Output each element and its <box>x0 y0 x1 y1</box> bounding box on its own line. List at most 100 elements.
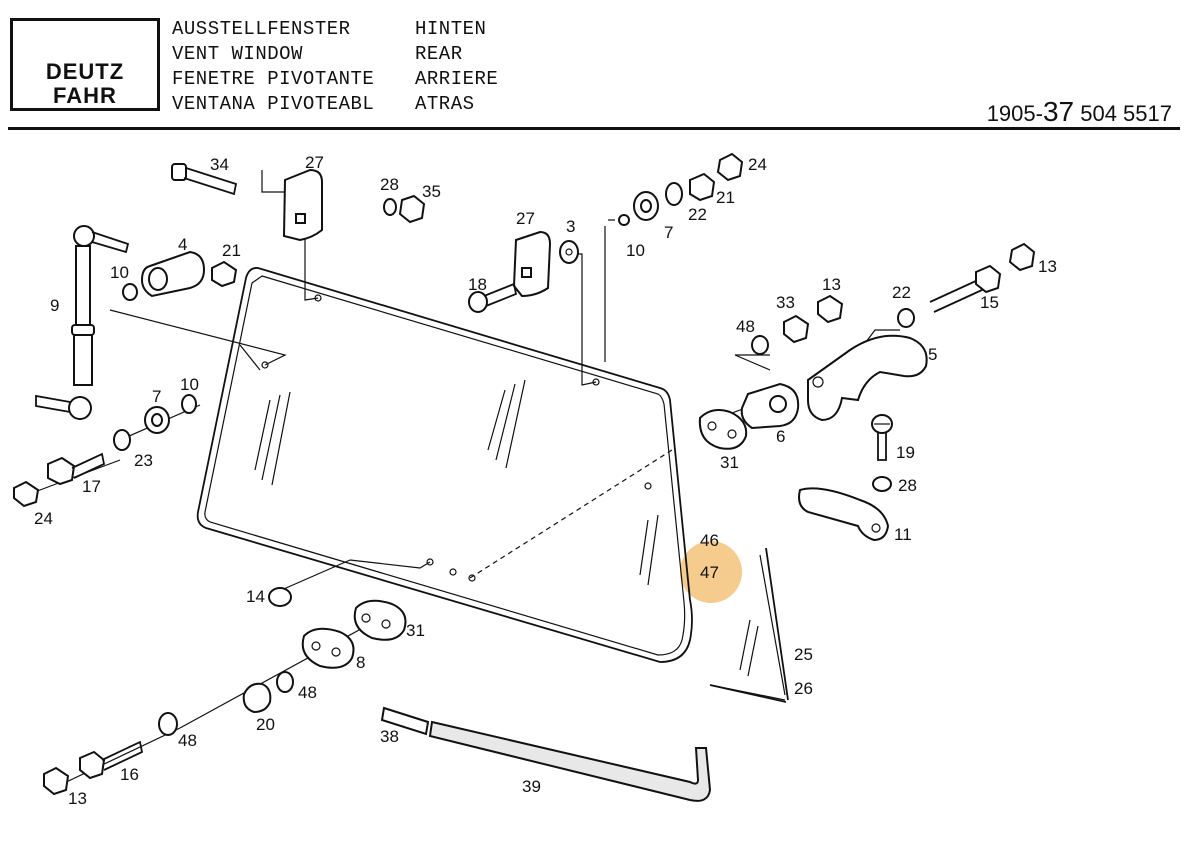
bolt-15 <box>929 264 1002 313</box>
washer-28-right <box>872 476 892 492</box>
callout-48-right: 48 <box>736 317 755 336</box>
callout-15: 15 <box>980 293 999 312</box>
glass-reflection-marks <box>254 379 659 586</box>
callout-47: 47 <box>700 563 719 582</box>
callout-31-right: 31 <box>720 453 739 472</box>
bushing-4 <box>140 250 206 298</box>
cap-nut-24-left <box>13 480 40 508</box>
bracket-27-upper <box>282 168 323 242</box>
callout-10-upper: 10 <box>626 241 645 260</box>
nut-21-left <box>211 260 238 288</box>
callout-21-left: 21 <box>222 241 241 260</box>
title-en-position: REAR <box>415 43 463 65</box>
title-fr: FENETRE PIVOTANTE <box>172 68 375 90</box>
bolt-34 <box>171 163 238 196</box>
washer-22-right <box>897 308 915 328</box>
callout-33: 33 <box>776 293 795 312</box>
callout-24-left: 24 <box>34 509 53 528</box>
bracket-6 <box>740 382 800 430</box>
callout-4: 4 <box>178 235 187 254</box>
bracket-8 <box>301 627 355 669</box>
callout-35: 35 <box>422 182 441 201</box>
highlight-marker <box>680 541 742 603</box>
deutz-fahr-logo: DEUTZ FAHR <box>10 18 160 111</box>
washer-48-right <box>751 335 769 355</box>
callout-28-right: 28 <box>898 476 917 495</box>
callout-20: 20 <box>256 715 275 734</box>
callout-5: 5 <box>928 345 937 364</box>
title-de-position: HINTEN <box>415 18 487 40</box>
part-number: 1905-37 504 5517 <box>986 96 1172 127</box>
callout-13-right: 13 <box>1038 257 1057 276</box>
cap-nut-13-mid <box>817 294 844 324</box>
callout-17: 17 <box>82 477 101 496</box>
callout-14: 14 <box>246 587 265 606</box>
callout-3: 3 <box>566 217 575 236</box>
spacer-31-right <box>698 409 748 450</box>
cap-nut-13-bottom <box>43 766 70 796</box>
screw-19 <box>871 414 893 461</box>
title-es-position: ATRAS <box>415 93 475 115</box>
callout-8: 8 <box>356 653 365 672</box>
rear-window-glass <box>196 267 693 663</box>
seal-25-26 <box>765 547 789 701</box>
title-fr-position: ARRIERE <box>415 68 499 90</box>
gas-strut-9 <box>35 225 130 420</box>
callout-39: 39 <box>522 777 541 796</box>
bracket-27-lower <box>512 230 552 298</box>
callout-7-upper: 7 <box>664 223 673 242</box>
rubber-profile-39 <box>428 720 712 802</box>
callout-13-mid: 13 <box>822 275 841 294</box>
washer-28 <box>383 198 397 216</box>
callout-23: 23 <box>134 451 153 470</box>
cap-nut-13-right <box>1008 242 1036 272</box>
nut-33 <box>783 314 810 344</box>
callout-24-upper: 24 <box>748 155 767 174</box>
callout-10-left: 10 <box>110 263 129 282</box>
callout-26: 26 <box>794 679 813 698</box>
callout-13-bottom: 13 <box>68 789 87 808</box>
washer-23 <box>113 429 131 451</box>
callout-19: 19 <box>896 443 915 462</box>
dashed-axis-line <box>469 449 673 579</box>
bolt-16 <box>79 740 144 780</box>
callout-48-bottom: 48 <box>178 731 197 750</box>
callout-27-upper: 27 <box>305 153 324 172</box>
callout-28-upper: 28 <box>380 175 399 194</box>
screw-18 <box>468 282 518 313</box>
washer-48-bottom <box>158 712 178 736</box>
plug-14 <box>268 587 292 607</box>
title-de: AUSSTELLFENSTER <box>172 18 351 40</box>
logo-line-2: FAHR <box>53 83 117 108</box>
logo-line-1: DEUTZ <box>45 59 125 84</box>
callout-38: 38 <box>380 727 399 746</box>
callout-16: 16 <box>120 765 139 784</box>
spacer-31-lower <box>353 599 407 641</box>
hardware-chain-upper-right <box>618 152 744 226</box>
callout-27-lower: 27 <box>516 209 535 228</box>
washer-10-mid <box>181 394 197 414</box>
assembly-lines <box>109 170 900 701</box>
handle-11 <box>798 487 890 542</box>
callout-22-right: 22 <box>892 283 911 302</box>
hinge-bracket-5 <box>807 334 928 422</box>
callout-22-upper: 22 <box>688 205 707 224</box>
nut-35 <box>398 194 426 224</box>
title-es: VENTANA PIVOTEABL <box>172 93 375 115</box>
bolt-17 <box>47 452 106 486</box>
callout-48-lower: 48 <box>298 683 317 702</box>
title-en: VENT WINDOW <box>172 43 303 65</box>
cap-nut-20 <box>242 682 272 714</box>
callout-11: 11 <box>894 525 912 544</box>
callout-7-left: 7 <box>152 387 161 406</box>
callout-46: 46 <box>700 531 719 550</box>
washer-3 <box>559 240 579 264</box>
callout-10-mid: 10 <box>180 375 199 394</box>
callout-34: 34 <box>210 155 229 174</box>
callout-6: 6 <box>776 427 785 446</box>
washer-48-lower <box>276 671 294 693</box>
washer-10-left <box>122 283 138 301</box>
